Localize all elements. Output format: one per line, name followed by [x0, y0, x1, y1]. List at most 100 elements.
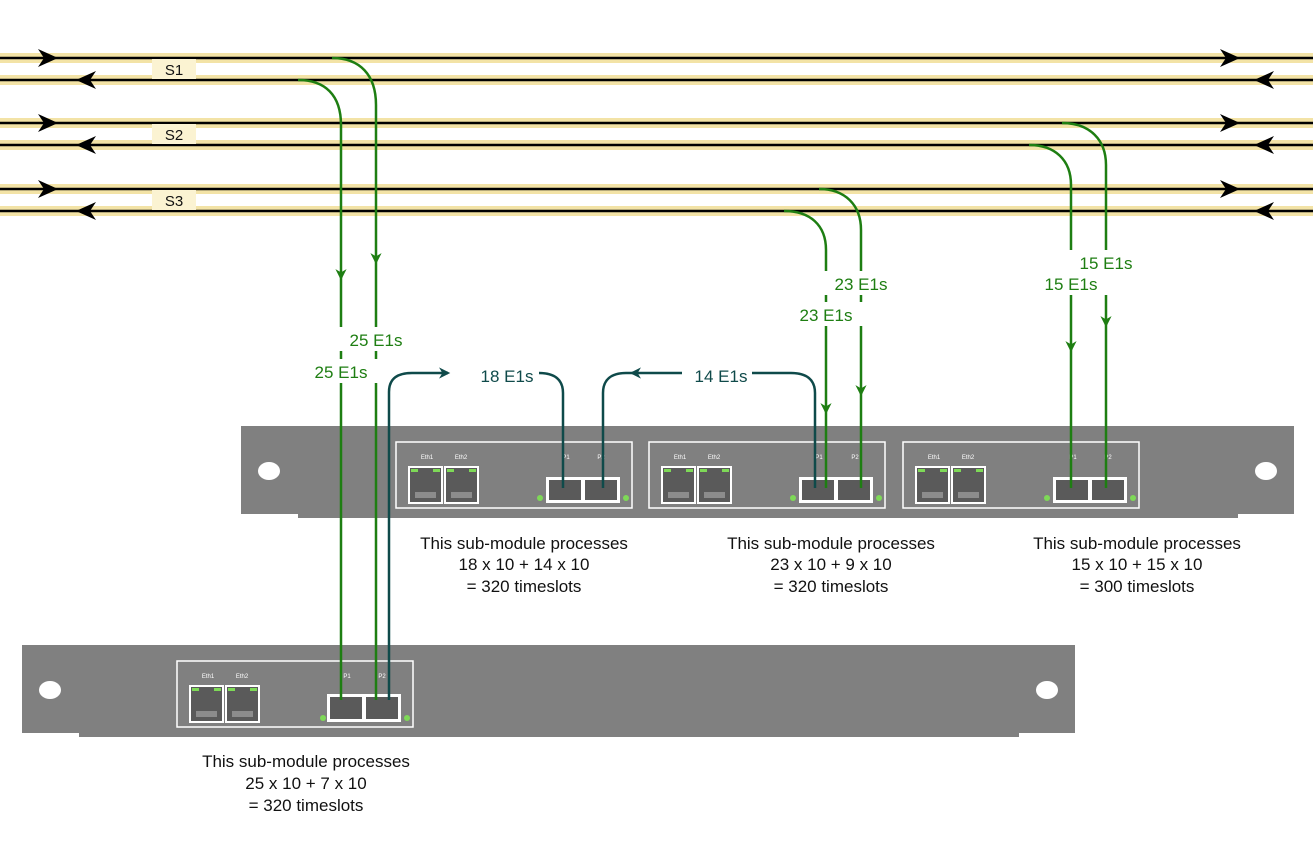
- p1-label: P1: [815, 455, 823, 461]
- teal-links: [387, 367, 817, 700]
- bottom-module-desc-line-2: 25 x 10 + 7 x 10: [245, 774, 366, 793]
- p1-port[interactable]: [1056, 480, 1088, 500]
- status-led: [404, 715, 410, 721]
- label-bg: [338, 327, 416, 351]
- p1-port[interactable]: [330, 697, 362, 719]
- module-2-desc-line-1: This sub-module processes: [727, 534, 935, 553]
- arrow-right-icon: [38, 49, 58, 67]
- p2-port[interactable]: [1092, 480, 1124, 500]
- p1-port[interactable]: [549, 480, 581, 500]
- eth2-port[interactable]: [444, 466, 479, 504]
- p2-label: P2: [1104, 455, 1112, 461]
- eth2-label: Eth2: [962, 455, 975, 461]
- module-frame: [176, 660, 414, 728]
- link-label-s1-p1: 25 E1s: [315, 363, 368, 382]
- eth1-label: Eth1: [202, 674, 215, 680]
- arrow-right-icon: [1220, 180, 1240, 198]
- p1-label: P1: [562, 455, 570, 461]
- link-s1-return-arrow: [297, 78, 347, 281]
- port-led: [228, 688, 235, 691]
- eth1-label: Eth1: [674, 455, 687, 461]
- stream-s2: S2: [0, 114, 1313, 154]
- arrow-left-icon: [76, 71, 96, 89]
- stream-s1: S1: [0, 49, 1313, 89]
- arrow-left-icon: [76, 136, 96, 154]
- arrow-right-icon: [1220, 114, 1240, 132]
- mount-hole: [258, 462, 280, 480]
- p1-label: P1: [343, 674, 351, 680]
- module-3-desc-line-1: This sub-module processes: [1033, 534, 1241, 553]
- arrow-right-icon: [1220, 49, 1240, 67]
- arrow-right-icon: [38, 114, 58, 132]
- arrow-left-icon: [76, 202, 96, 220]
- link-18-e1s-tail: [538, 371, 565, 488]
- status-led: [320, 715, 326, 721]
- port-led: [664, 469, 671, 472]
- module-frame: [902, 441, 1140, 509]
- module-descriptions: This sub-module processes 18 x 10 + 14 x…: [202, 534, 1241, 815]
- link-label-s2-return: 15 E1s: [1045, 275, 1098, 294]
- port-led: [918, 469, 925, 472]
- p2-port[interactable]: [585, 480, 617, 500]
- sub-module-2: Eth1 Eth2 P1 P2: [648, 441, 886, 509]
- mount-hole: [1255, 462, 1277, 480]
- port-pins: [232, 711, 253, 717]
- port-pins: [451, 492, 472, 498]
- arrow-right-icon: [38, 180, 58, 198]
- status-led: [1044, 495, 1050, 501]
- eth1-label: Eth1: [928, 455, 941, 461]
- module-1-desc-line-3: = 320 timeslots: [467, 577, 582, 596]
- port-led: [940, 469, 947, 472]
- mount-hole: [1036, 681, 1058, 699]
- port-pins: [922, 492, 943, 498]
- link-s2-return: [1028, 143, 1077, 353]
- label-bg: [1067, 250, 1145, 274]
- module-3-desc-line-2: 15 x 10 + 15 x 10: [1072, 555, 1203, 574]
- eth2-port[interactable]: [951, 466, 986, 504]
- eth2-label: Eth2: [708, 455, 721, 461]
- p1-port[interactable]: [802, 480, 834, 500]
- link-labels: 25 E1s 25 E1s 23 E1s 23 E1s 15 E1s 15 E1…: [302, 250, 1145, 386]
- arrow-left-icon: [1254, 136, 1274, 154]
- link-s2-forward: [1061, 121, 1112, 328]
- module-frame: [395, 441, 633, 509]
- arrow-left-icon: [1254, 71, 1274, 89]
- status-led: [790, 495, 796, 501]
- link-label-s2-forward: 15 E1s: [1080, 254, 1133, 273]
- link-s1-forward-arrow: [331, 56, 382, 265]
- stream-label-bg: [152, 190, 196, 210]
- port-pins: [668, 492, 689, 498]
- stream-label-s1: S1: [165, 62, 183, 79]
- label-bg: [822, 271, 900, 295]
- p1-label: P1: [1069, 455, 1077, 461]
- status-led: [623, 495, 629, 501]
- port-pins: [415, 492, 436, 498]
- module-frame: [648, 441, 886, 509]
- port-led: [411, 469, 418, 472]
- module-2-desc-line-2: 23 x 10 + 9 x 10: [770, 555, 891, 574]
- bottom-module-desc-line-3: = 320 timeslots: [249, 796, 364, 815]
- port-led: [954, 469, 961, 472]
- link-s3-return: [783, 209, 832, 415]
- link-label-14-e1s: 14 E1s: [695, 367, 748, 386]
- port-led: [250, 688, 257, 691]
- label-bg: [302, 359, 380, 383]
- link-label-s1-p2: 25 E1s: [350, 331, 403, 350]
- stream-lines: S1 S2 S3: [0, 49, 1313, 220]
- p2-port[interactable]: [366, 697, 398, 719]
- port-led: [722, 469, 729, 472]
- p2-port[interactable]: [838, 480, 870, 500]
- port-led: [976, 469, 983, 472]
- module-3-desc-line-3: = 300 timeslots: [1080, 577, 1195, 596]
- stream-s3: S3: [0, 180, 1313, 220]
- module-2-desc-line-3: = 320 timeslots: [774, 577, 889, 596]
- arrow-left-icon: [1254, 202, 1274, 220]
- port-led: [433, 469, 440, 472]
- link-label-s3-return: 23 E1s: [800, 306, 853, 325]
- module-1-desc-line-2: 18 x 10 + 14 x 10: [459, 555, 590, 574]
- eth1-label: Eth1: [421, 455, 434, 461]
- label-bg: [787, 302, 865, 326]
- link-s3-forward: [818, 187, 867, 397]
